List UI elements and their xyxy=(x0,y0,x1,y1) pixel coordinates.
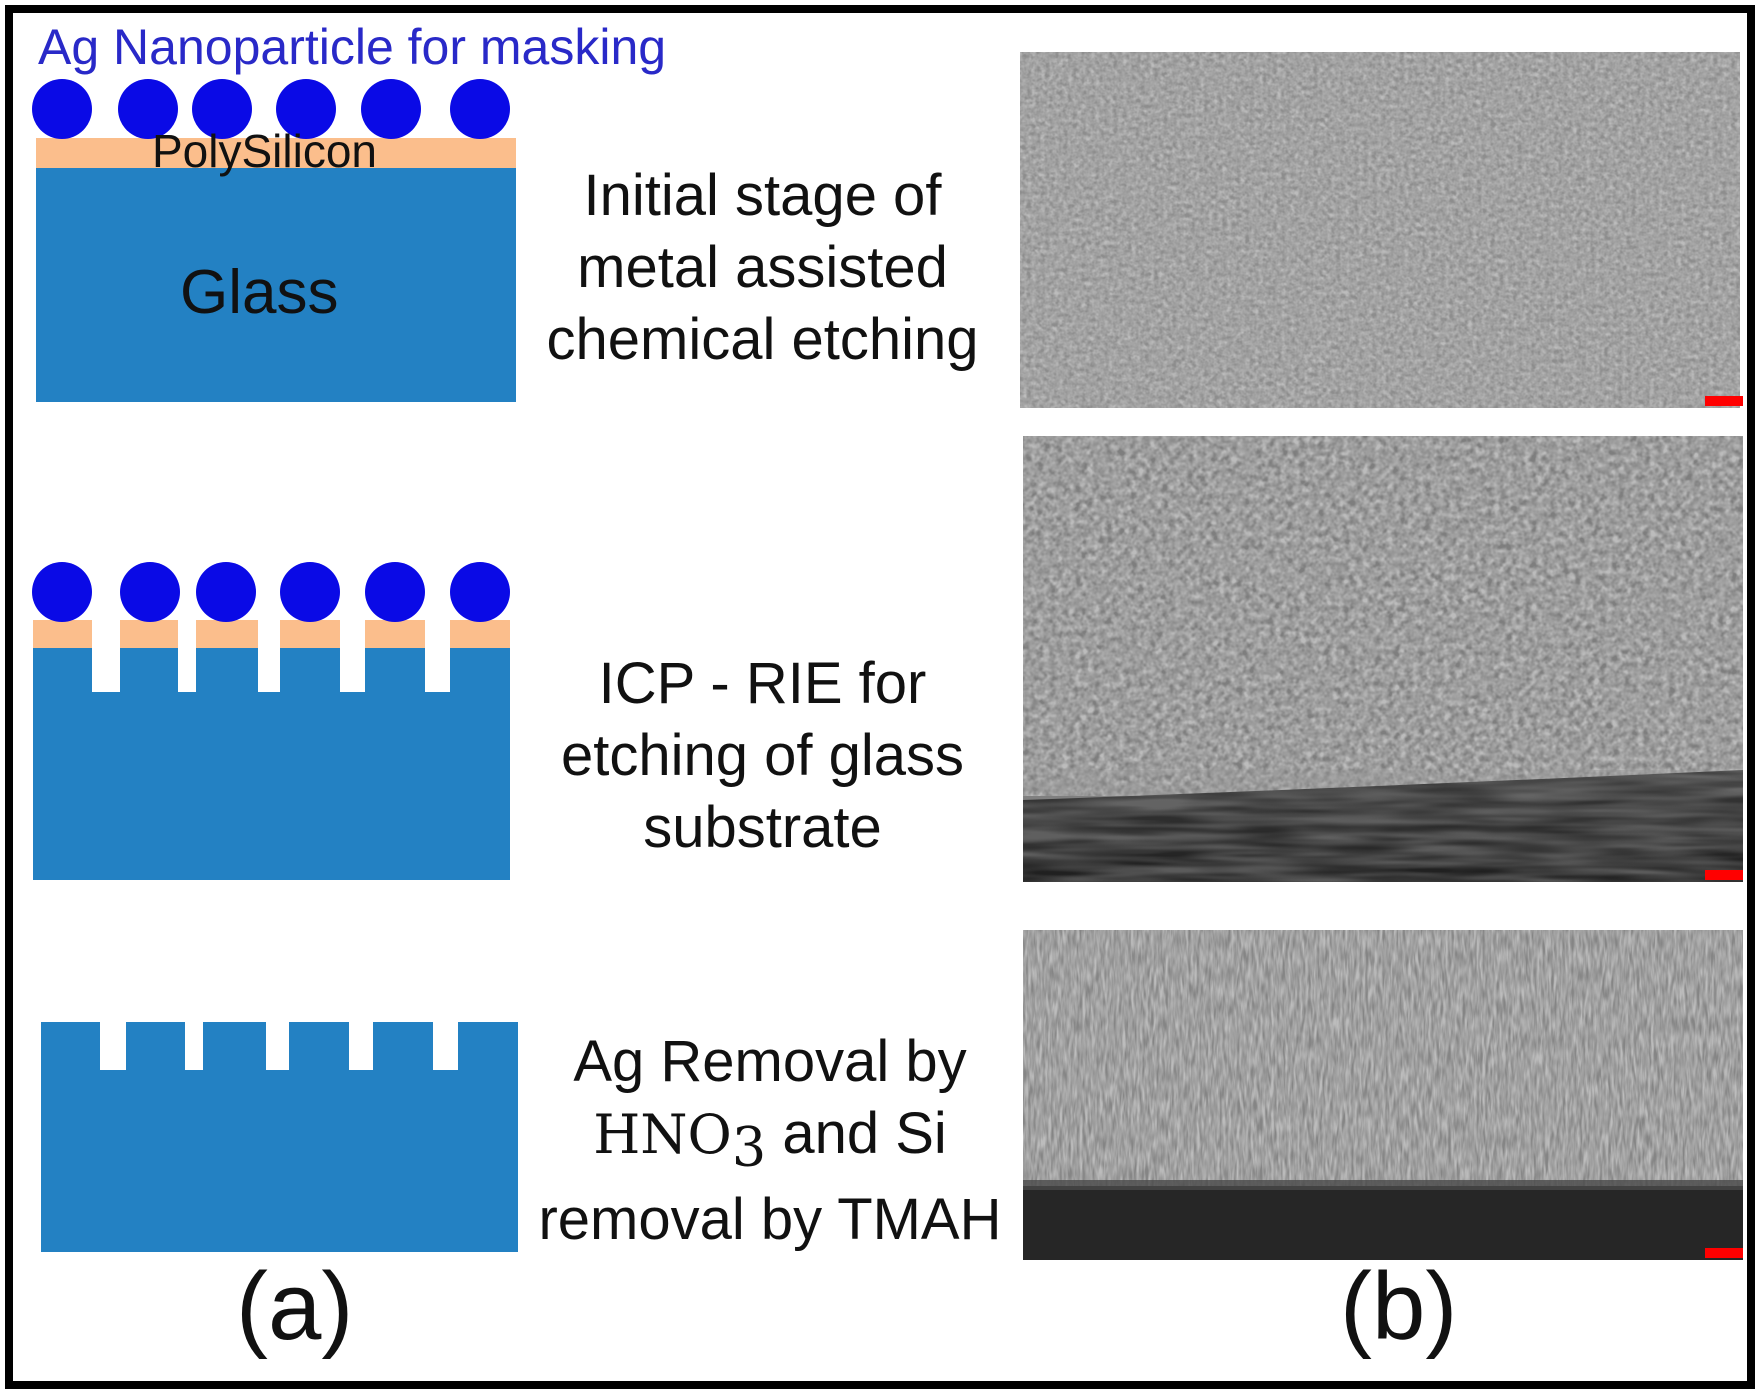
polysilicon-segment xyxy=(33,620,92,648)
scale-bar xyxy=(1705,870,1743,880)
ag-nanoparticle xyxy=(280,562,340,622)
scale-bar xyxy=(1705,1248,1743,1258)
step-line: chemical etching xyxy=(546,307,979,372)
ag-nanoparticle xyxy=(450,562,510,622)
panel-label-b: (b) xyxy=(1340,1253,1458,1360)
step-line: etching of glass xyxy=(560,723,965,788)
polysilicon-segment xyxy=(365,620,425,648)
ag-nanoparticle xyxy=(32,562,92,622)
polysilicon-segment xyxy=(450,620,510,648)
step-line: metal assisted xyxy=(577,235,948,300)
step-line: ICP - RIE for xyxy=(598,651,927,716)
ag-nanoparticle xyxy=(32,79,92,139)
glass-label: Glass xyxy=(180,258,339,327)
step-line-chemical: HNO3 and Si xyxy=(520,1098,1020,1184)
step-description-icp-rie: ICP - RIE for etching of glass substrate xyxy=(530,648,995,864)
sem-image-icp-rie xyxy=(1023,436,1743,882)
ag-nanoparticle xyxy=(118,79,178,139)
polysilicon-segment xyxy=(196,620,258,648)
step-line-rest: and Si xyxy=(766,1101,947,1166)
chemical-formula: HNO xyxy=(593,1103,732,1166)
schematic-initial xyxy=(32,79,516,402)
etched-glass-substrate xyxy=(33,648,510,880)
step-line: removal by TMAH xyxy=(538,1186,1002,1252)
ag-nanoparticle xyxy=(276,79,336,139)
step-line: Initial stage of xyxy=(583,163,942,228)
schematic-removal xyxy=(41,1022,518,1252)
step-description-removal: Ag Removal by HNO3 and Si removal by TMA… xyxy=(520,1026,1020,1256)
ag-nanoparticle xyxy=(120,562,180,622)
step-description-initial: Initial stage of metal assisted chemical… xyxy=(530,160,995,376)
chemical-subscript: 3 xyxy=(731,1115,767,1179)
ag-nanoparticle xyxy=(196,562,256,622)
ag-nanoparticle xyxy=(450,79,510,139)
glass-substrate xyxy=(36,166,516,402)
ag-nanoparticle xyxy=(365,562,425,622)
schematic-icp-rie xyxy=(32,562,510,880)
step-line: substrate xyxy=(643,795,882,860)
ag-nanoparticle xyxy=(361,79,421,139)
step-line: Ag Removal by xyxy=(573,1029,967,1094)
ag-nanoparticle xyxy=(192,79,252,139)
scale-bar xyxy=(1705,396,1743,406)
substrate-base xyxy=(1023,1186,1743,1260)
panel-label-a: (a) xyxy=(236,1253,354,1360)
sem-image-removal xyxy=(1023,930,1743,1260)
polysilicon-segment xyxy=(120,620,178,648)
polysilicon-segment xyxy=(280,620,340,648)
ag-nanoparticle-label: Ag Nanoparticle for masking xyxy=(38,19,667,75)
final-textured-glass xyxy=(41,1022,518,1252)
sem-image-initial xyxy=(1020,52,1743,408)
polysilicon-label: PolySilicon xyxy=(152,125,377,177)
polysilicon-layer xyxy=(36,138,516,168)
